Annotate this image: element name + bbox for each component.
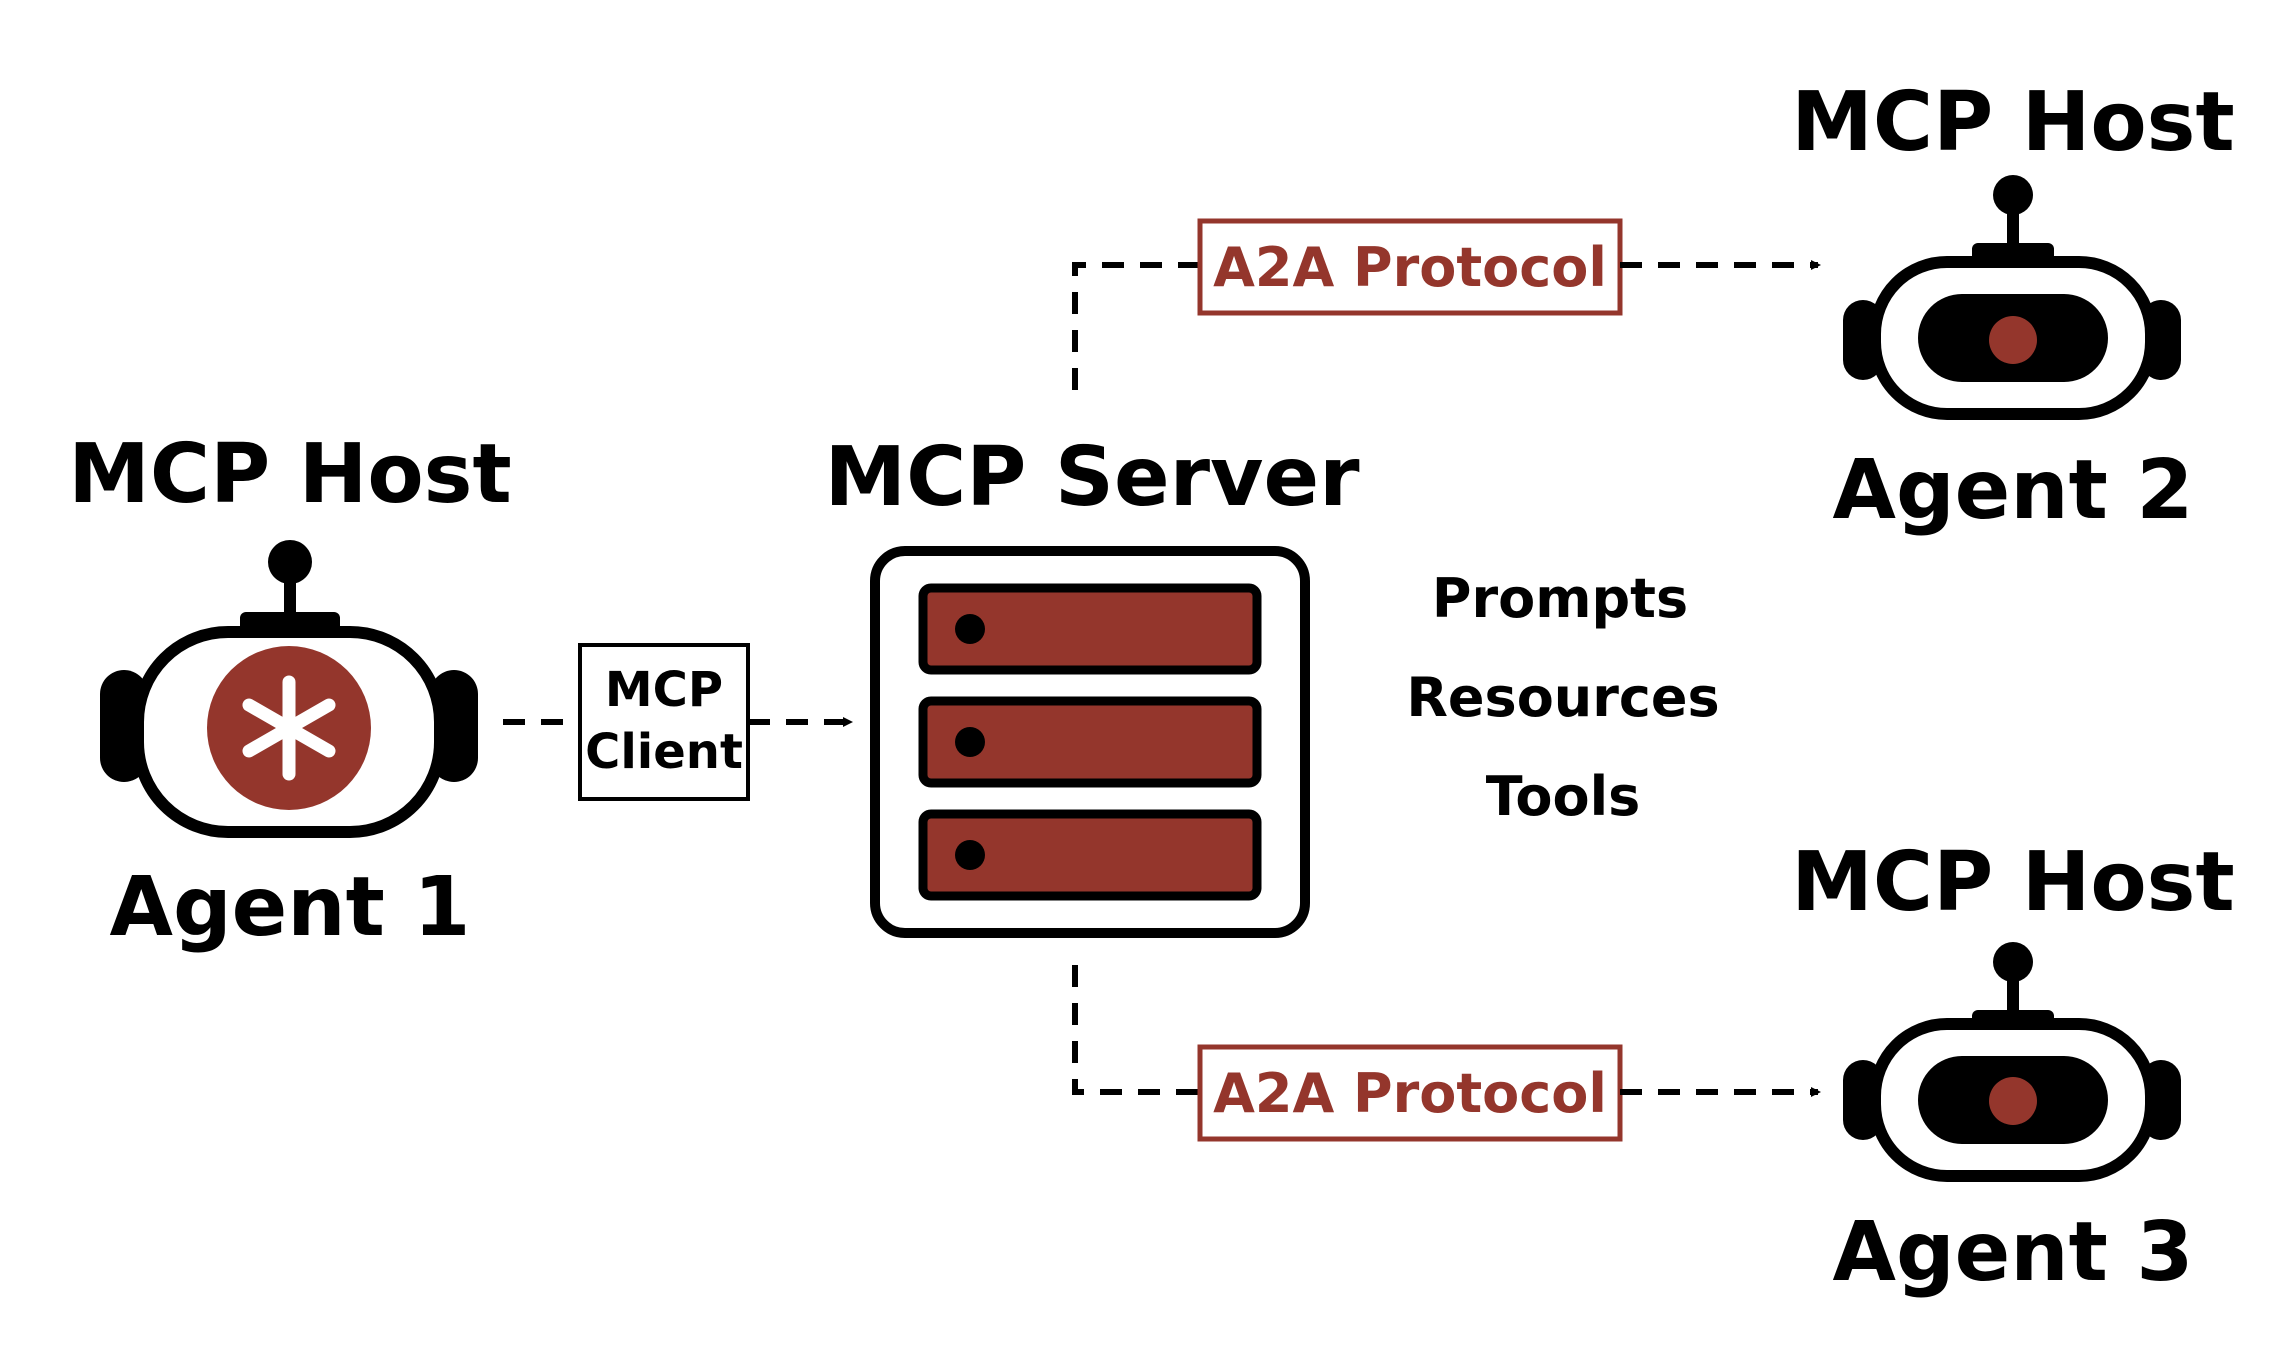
agent3-label: Agent 3 (1833, 1205, 2194, 1300)
mcp-client-box: MCP Client (578, 643, 750, 801)
robot-icon (1843, 175, 2181, 420)
agent3-host-label: MCP Host (1791, 835, 2234, 930)
protocol-top-label: A2A Protocol (1213, 236, 1607, 299)
client-line2: Client (585, 724, 743, 780)
agent1-host-label: MCP Host (68, 427, 511, 522)
agent2-host-label: MCP Host (1791, 75, 2234, 170)
connector-server-protocol-bottom (1072, 965, 1200, 1095)
a2a-protocol-top-box: A2A Protocol (1197, 218, 1623, 316)
robot-asterisk-icon (100, 540, 478, 838)
server-title: MCP Server (824, 430, 1360, 525)
capability-resources: Resources (1406, 666, 1719, 729)
connector-server-protocol-top (1072, 262, 1200, 390)
agent2-label: Agent 2 (1833, 443, 2194, 538)
agent1-label: Agent 1 (110, 860, 471, 955)
server-rack-icon (870, 546, 1310, 938)
a2a-protocol-bottom-box: A2A Protocol (1197, 1044, 1623, 1142)
client-line1: MCP (605, 662, 723, 718)
capability-tools: Tools (1486, 765, 1641, 828)
protocol-bottom-label: A2A Protocol (1213, 1062, 1607, 1125)
capability-prompts: Prompts (1432, 567, 1688, 630)
robot-icon (1843, 942, 2181, 1182)
